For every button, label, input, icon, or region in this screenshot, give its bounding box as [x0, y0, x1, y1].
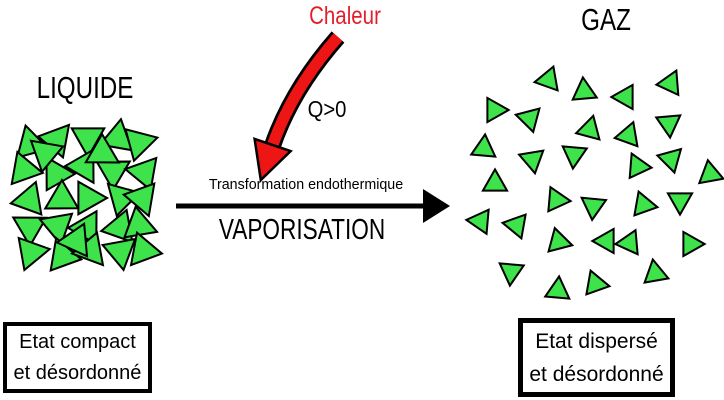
particle-triangle	[571, 76, 597, 99]
particle-triangle	[548, 187, 571, 213]
particle-triangle	[498, 263, 524, 286]
gas-state-box: Etat dispersé et désordonné	[518, 318, 675, 397]
particle-triangle	[656, 115, 682, 138]
particle-triangle	[576, 113, 605, 140]
particle-triangle	[119, 233, 162, 276]
process-right-arrow-icon	[176, 189, 450, 223]
gas-title: GAZ	[581, 2, 631, 37]
particle-triangle	[513, 103, 540, 132]
particle-triangle	[126, 122, 162, 161]
particle-triangle	[483, 169, 507, 190]
particle-triangle	[561, 146, 587, 169]
particle-triangle	[657, 141, 689, 173]
particle-triangle	[86, 134, 127, 177]
particle-triangle	[545, 275, 571, 298]
particle-triangle	[614, 230, 637, 256]
particle-triangle	[56, 224, 87, 259]
particle-triangle	[683, 232, 704, 256]
particle-triangle	[37, 180, 78, 223]
particle-triangle	[487, 98, 508, 122]
particle-triangle	[592, 229, 613, 253]
particle-triangle	[668, 193, 692, 214]
particle-triangle	[611, 85, 632, 109]
particle-triangle	[19, 233, 53, 270]
particle-triangle	[615, 118, 645, 146]
particle-triangle	[621, 148, 652, 177]
transformation-label: Transformation endothermique	[208, 176, 404, 193]
particle-triangle	[532, 67, 557, 94]
particle-triangle	[471, 133, 497, 156]
gas-particles	[465, 65, 723, 298]
particle-triangle	[500, 211, 525, 238]
particle-triangle	[515, 143, 543, 173]
liquid-state-line2: et désordonné	[13, 361, 142, 384]
particle-triangle	[5, 203, 46, 246]
gas-state-line1: Etat dispersé	[535, 329, 658, 353]
particle-triangle	[65, 150, 108, 191]
particle-triangle	[124, 184, 164, 222]
particle-triangle	[103, 227, 146, 270]
particle-triangle	[586, 271, 611, 298]
heat-quantity-label: Q>0	[307, 96, 347, 122]
heat-label: Chaleur	[309, 2, 381, 30]
liquid-particles	[5, 114, 164, 275]
particle-triangle	[549, 228, 576, 257]
particle-triangle	[656, 65, 687, 94]
particle-triangle	[122, 153, 156, 190]
liquid-state-box: Etat compact et désordonné	[3, 322, 152, 393]
liquid-title: LIQUIDE	[36, 70, 134, 105]
particle-triangle	[634, 192, 659, 219]
particle-triangle	[11, 176, 51, 214]
heat-curved-arrow-icon	[253, 31, 345, 183]
particle-triangle	[12, 152, 46, 189]
process-label: VAPORISATION	[218, 214, 386, 246]
particle-triangle	[465, 208, 488, 234]
particle-triangle	[78, 182, 107, 215]
liquid-state-line1: Etat compact	[19, 330, 136, 353]
gas-state-line2: et désordonné	[529, 362, 664, 386]
particle-triangle	[692, 160, 724, 192]
particle-triangle	[26, 141, 63, 175]
particle-triangle	[40, 214, 77, 248]
particle-triangle	[575, 188, 606, 220]
particle-triangle	[641, 257, 668, 282]
